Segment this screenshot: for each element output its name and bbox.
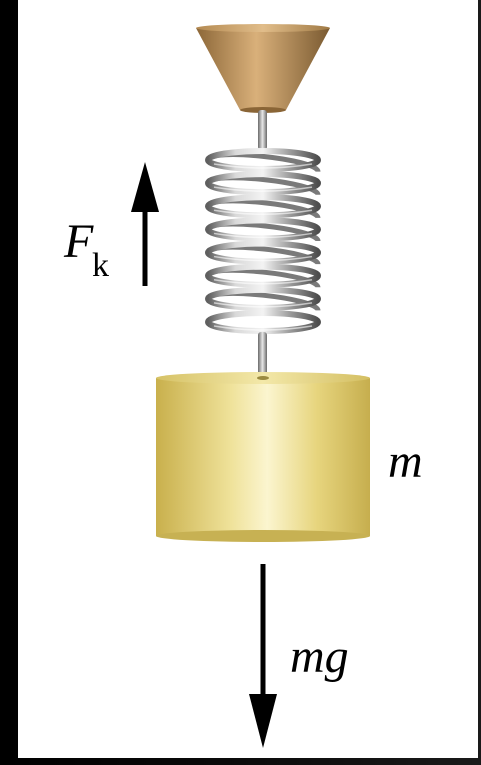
spring [205,148,321,334]
spring-coil-highlight [213,325,313,331]
spring-coil-highlight [213,163,313,169]
mass-block [156,372,370,542]
weight-arrow-icon [249,564,277,748]
spring-coil-highlight [213,232,313,239]
spring-coil-highlight [213,255,313,262]
spring-coil-highlight [213,209,313,216]
spring-coil-highlight [213,186,313,192]
spring-coil [205,194,321,219]
spring-coil [205,263,321,288]
ceiling-mount [196,24,330,113]
spring-coil-highlight [213,302,313,308]
spring-coil [205,240,321,265]
spring-coil [205,310,321,334]
spring-force-arrow-icon [131,162,159,286]
spring-coil-highlight [213,278,313,285]
lower-spring-rod [258,332,267,378]
spring-force-subscript: k [92,247,109,284]
weight-label: mg [290,630,349,683]
spring-coil [205,217,321,242]
spring-force-symbol: F [63,215,94,268]
mass-label: m [388,435,423,488]
upper-spring-rod [258,110,267,150]
spring-coil [205,171,321,196]
spring-coil [205,148,321,172]
spring-coil [205,286,321,311]
